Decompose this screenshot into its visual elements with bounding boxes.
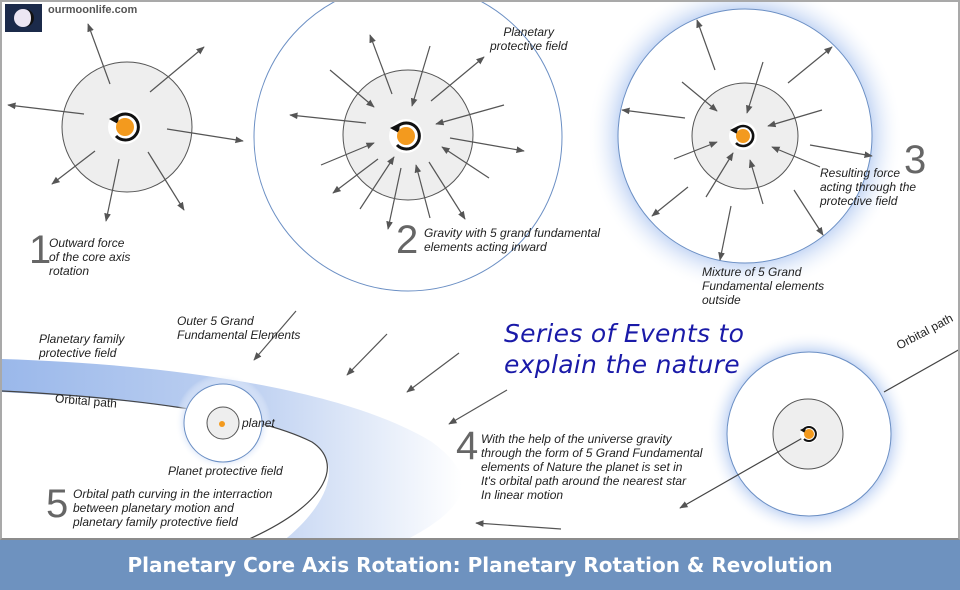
outer-elements-label: Outer 5 Grand Fundamental Elements — [177, 314, 301, 342]
small-planet — [175, 374, 271, 470]
moon-logo-icon — [5, 4, 42, 32]
step-number-3: 3 — [904, 138, 927, 182]
mixture-label: Mixture of 5 Grand Fundamental elements … — [702, 265, 825, 307]
step-number-4: 4 — [456, 424, 479, 468]
planetary-field-label: Planetary protective field — [490, 25, 568, 53]
caption-1: Outward force of the core axis rotation — [49, 236, 131, 278]
resulting-arrows — [621, 19, 873, 261]
outer-element-arrows — [253, 310, 562, 530]
planet-core-dot — [219, 421, 225, 427]
core-orange — [397, 127, 415, 145]
rotation-icon — [800, 425, 818, 443]
planet-label: planet — [242, 416, 275, 430]
planet-field-label: Planet protective field — [168, 464, 283, 478]
step-number-5: 5 — [46, 482, 69, 526]
caption-3: Resulting force acting through the prote… — [820, 166, 917, 208]
diagram-canvas — [2, 2, 958, 538]
core-orange — [804, 429, 814, 439]
diagram-frame: ourmoonlife.com 1 Outward force of the c… — [0, 0, 960, 540]
mixed-arrows — [289, 34, 525, 230]
caption-4: With the help of the universe gravity th… — [481, 432, 703, 502]
family-field-label: Planetary family protective field — [39, 332, 125, 360]
caption-2: Gravity with 5 grand fundamental element… — [424, 226, 601, 254]
step-number-1: 1 — [29, 228, 52, 272]
rotation-icon — [389, 119, 423, 153]
rotation-icon — [729, 122, 757, 150]
outward-arrows — [7, 23, 244, 222]
planetary-protective-field — [253, 2, 563, 292]
footer-title: Planetary Core Axis Rotation: Planetary … — [0, 540, 960, 590]
core-orange — [736, 129, 750, 143]
rotation-icon — [108, 110, 142, 144]
orbital-path-line — [883, 349, 958, 393]
linear-motion-arrow — [679, 435, 807, 509]
step-number-2: 2 — [396, 218, 419, 262]
caption-5: Orbital path curving in the interraction… — [73, 487, 273, 529]
series-title: Series of Events to explain the nature — [504, 319, 745, 379]
site-name[interactable]: ourmoonlife.com — [48, 4, 138, 16]
orbital-path-curve — [2, 390, 328, 538]
core-orange — [116, 118, 134, 136]
